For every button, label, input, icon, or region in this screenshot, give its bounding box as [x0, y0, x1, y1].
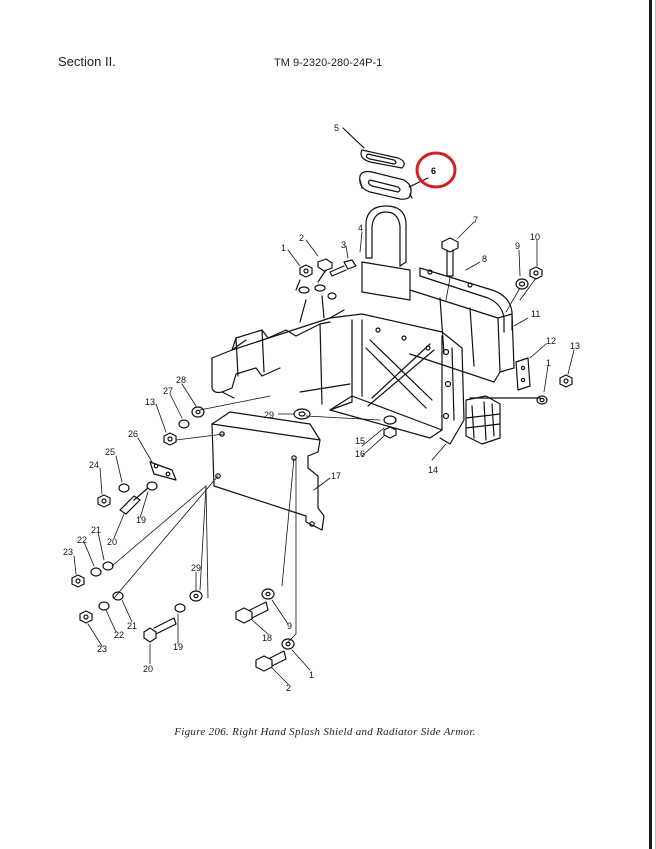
callout-13: 13	[145, 397, 155, 407]
callout-17: 17	[331, 471, 341, 481]
hardware-left-middle	[97, 481, 158, 515]
part-6-spacer	[359, 170, 413, 200]
hardware-bottom-left	[143, 590, 203, 643]
part-9-10-hardware	[515, 266, 543, 290]
callout-12: 12	[546, 336, 556, 346]
callout-8: 8	[482, 254, 487, 264]
section-header: Section II.	[58, 54, 116, 69]
hardware-bottom-center	[235, 588, 295, 672]
callout-29: 29	[191, 563, 201, 573]
part-29-washer-top	[293, 408, 311, 420]
figure-caption: Figure 206. Right Hand Splash Shield and…	[174, 726, 476, 738]
callout-26: 26	[128, 429, 138, 439]
callout-13: 13	[570, 341, 580, 351]
callout-21: 21	[91, 525, 101, 535]
callout-labels: 5 6 7 1 2 3 4 8 9 10 11 12 13 1 28 27 13…	[63, 123, 580, 693]
callout-20: 20	[143, 664, 153, 674]
callout-1: 1	[309, 670, 314, 680]
callout-15: 15	[355, 436, 365, 446]
callout-23: 23	[97, 644, 107, 654]
radiator-side-frame	[211, 309, 465, 445]
callout-22: 22	[77, 535, 87, 545]
callout-23: 23	[63, 547, 73, 557]
part-12-bracket	[515, 357, 531, 391]
hardware-right	[469, 374, 573, 405]
callout-21: 21	[127, 621, 137, 631]
leader-5	[342, 127, 365, 149]
callout-4: 4	[358, 223, 363, 233]
part-14-hinge	[465, 395, 501, 445]
callout-9: 9	[515, 241, 520, 251]
callout-28: 28	[176, 375, 186, 385]
callout-19: 19	[173, 642, 183, 652]
assembly-guide-lines	[111, 277, 537, 643]
callout-22: 22	[114, 630, 124, 640]
part-7-bolt	[441, 237, 459, 277]
callout-14: 14	[428, 465, 438, 475]
document-number: TM 9-2320-280-24P-1	[274, 57, 383, 69]
callout-2: 2	[286, 683, 291, 693]
part-11-armor	[409, 289, 515, 383]
callout-27: 27	[163, 386, 173, 396]
callout-3: 3	[341, 240, 346, 250]
hardware-top-left	[295, 258, 357, 323]
callout-1: 1	[281, 243, 286, 253]
callout-9: 9	[287, 621, 292, 631]
callout-7: 7	[473, 215, 478, 225]
callout-16: 16	[355, 449, 365, 459]
callout-25: 25	[105, 447, 115, 457]
part-15-16-hardware	[383, 415, 397, 439]
callout-leaders	[73, 221, 575, 685]
hardware-left-upper	[149, 406, 205, 481]
part-8-strip	[419, 267, 513, 333]
callout-20: 20	[107, 537, 117, 547]
part-4-u-bracket	[361, 205, 411, 301]
callout-29: 29	[264, 410, 274, 420]
callout-1: 1	[546, 358, 551, 368]
highlight-circle	[415, 151, 457, 189]
callout-10: 10	[530, 232, 540, 242]
hardware-left-lower	[71, 561, 124, 624]
page-edge	[649, 0, 652, 849]
callout-24: 24	[89, 460, 99, 470]
callout-19: 19	[136, 515, 146, 525]
callout-11: 11	[531, 309, 540, 319]
leader-6	[408, 177, 429, 188]
callout-18: 18	[262, 633, 272, 643]
callout-6: 6	[431, 166, 436, 176]
callout-5: 5	[334, 123, 339, 133]
part-5-spacer-plate	[360, 149, 405, 169]
callout-2: 2	[299, 233, 304, 243]
part-17-splash-shield	[211, 411, 325, 531]
